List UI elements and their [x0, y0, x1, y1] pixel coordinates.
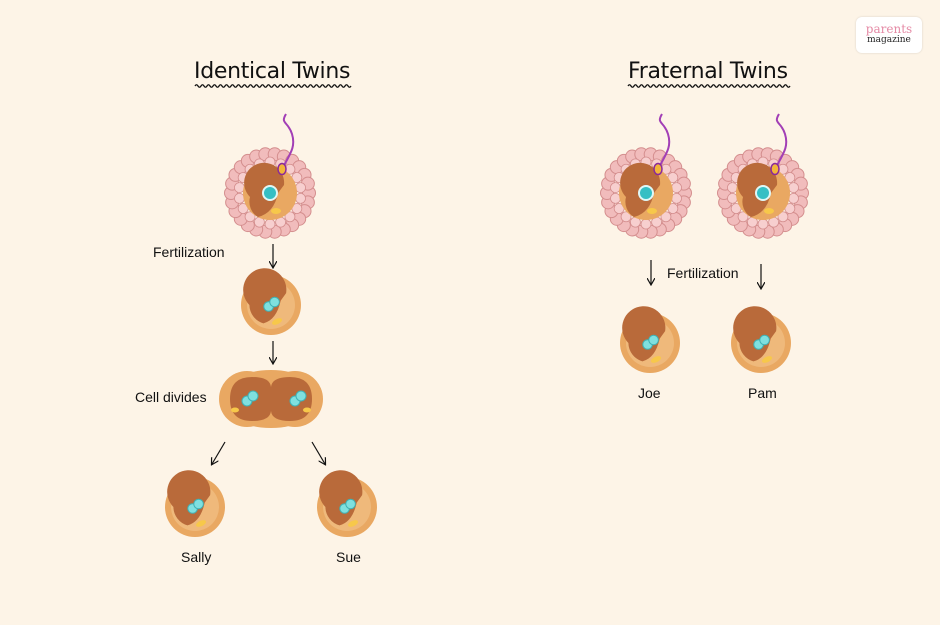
identical-twins-title: Identical Twins	[194, 59, 351, 84]
fraternal-egg-2	[717, 113, 809, 239]
logo-line-1: parents	[865, 22, 913, 36]
fraternal-twins-title: Fraternal Twins	[628, 59, 788, 84]
identical-fertilization-label: Fertilization	[153, 244, 225, 260]
cell-sue	[317, 470, 377, 537]
fraternal-title-underline	[627, 84, 791, 88]
identical-zygote	[241, 268, 301, 335]
twin-name-pam: Pam	[748, 385, 777, 401]
cell-joe	[620, 306, 680, 373]
twin-name-sue: Sue	[336, 549, 361, 565]
fraternal-egg-1	[600, 113, 692, 239]
twin-name-joe: Joe	[638, 385, 661, 401]
parents-magazine-logo: parents magazine	[856, 17, 922, 53]
fraternal-fertilization-label: Fertilization	[667, 265, 739, 281]
cell-sally	[165, 470, 225, 537]
identical-egg-with-sperm	[224, 113, 316, 239]
cell-pam	[731, 306, 791, 373]
twin-name-sally: Sally	[181, 549, 212, 565]
logo-line-2: magazine	[867, 35, 911, 45]
dividing-cell	[219, 370, 323, 428]
identical-title-underline	[194, 84, 352, 88]
split-arrow-right	[311, 441, 325, 464]
cell-divides-label: Cell divides	[135, 389, 207, 405]
split-arrow-left	[212, 441, 226, 464]
